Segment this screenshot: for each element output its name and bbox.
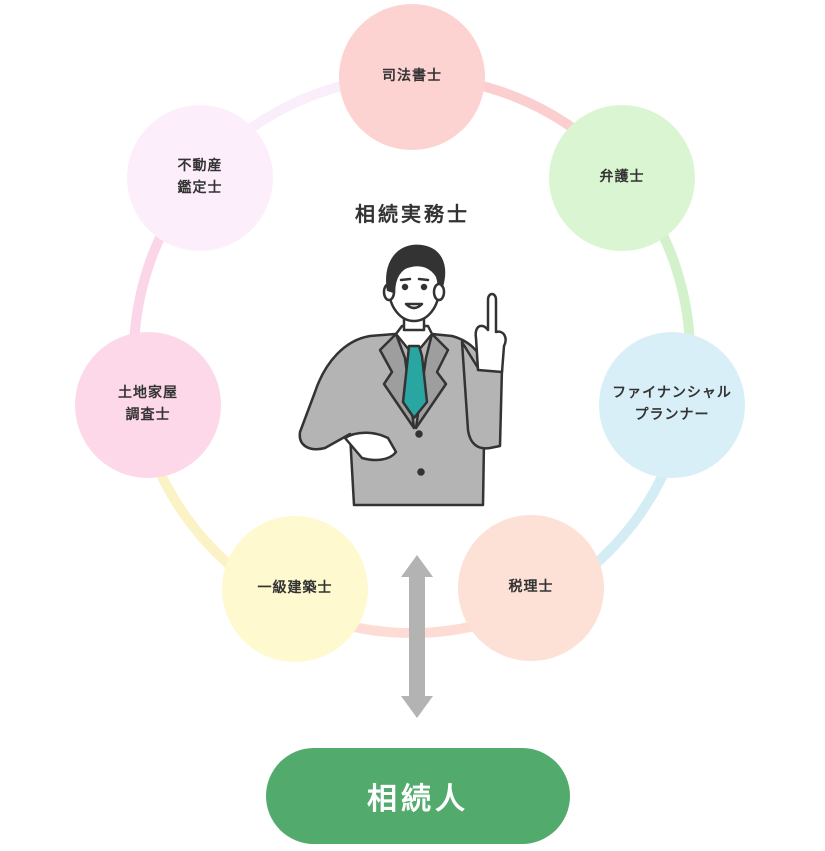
- node-label-line: 税理士: [508, 579, 554, 596]
- node-label-line: 一級建築士: [257, 580, 333, 597]
- node-lawyer: 弁護士: [549, 105, 695, 251]
- eyebrow-right: [417, 277, 430, 282]
- node-label: 不動産鑑定士: [178, 156, 223, 199]
- node-label: 弁護士: [600, 167, 645, 189]
- node-label: 一級建築士: [258, 578, 333, 600]
- heir-label: 相続人: [367, 782, 469, 817]
- eye-left: [401, 283, 409, 291]
- double-arrow: [401, 555, 433, 718]
- node-financial-planner: ファイナンシャルプランナー: [599, 332, 745, 478]
- node-label-line: ファイナンシャル: [612, 385, 732, 402]
- center-title: 相続実務士: [355, 202, 470, 226]
- node-label-line: 鑑定士: [177, 180, 223, 196]
- node-land-surveyor: 土地家屋調査士: [75, 332, 221, 478]
- hair: [386, 244, 446, 294]
- businessman-illustration: [298, 244, 507, 507]
- necktie: [401, 344, 429, 420]
- node-label: 司法書士: [382, 66, 442, 88]
- node-label-line: 不動産: [177, 158, 223, 175]
- node-label: ファイナンシャルプランナー: [612, 383, 732, 426]
- hip-hand: [343, 431, 398, 462]
- double-arrow-shape: [401, 555, 433, 718]
- node-architect: 一級建築士: [222, 516, 368, 662]
- node-label: 税理士: [509, 577, 554, 599]
- node-label-line: 土地家屋: [118, 385, 178, 402]
- mouth: [404, 302, 424, 310]
- ear-right: [432, 282, 446, 302]
- node-real-estate-appraiser: 不動産鑑定士: [127, 105, 273, 251]
- node-tax-accountant: 税理士: [458, 515, 604, 661]
- node-label-line: 弁護士: [599, 169, 645, 186]
- node-label-line: 司法書士: [382, 68, 442, 85]
- eyebrow-left: [399, 277, 412, 282]
- node-label: 土地家屋調査士: [118, 383, 178, 426]
- node-judicial-scrivener: 司法書士: [339, 4, 485, 150]
- eye-right: [420, 283, 428, 291]
- jacket-button-top: [415, 430, 423, 438]
- heir-pill: 相続人: [266, 748, 570, 844]
- node-label-line: 調査士: [125, 407, 171, 423]
- pointing-hand: [474, 292, 507, 374]
- jacket-button-bottom: [417, 468, 425, 476]
- node-label-line: プランナー: [634, 407, 710, 423]
